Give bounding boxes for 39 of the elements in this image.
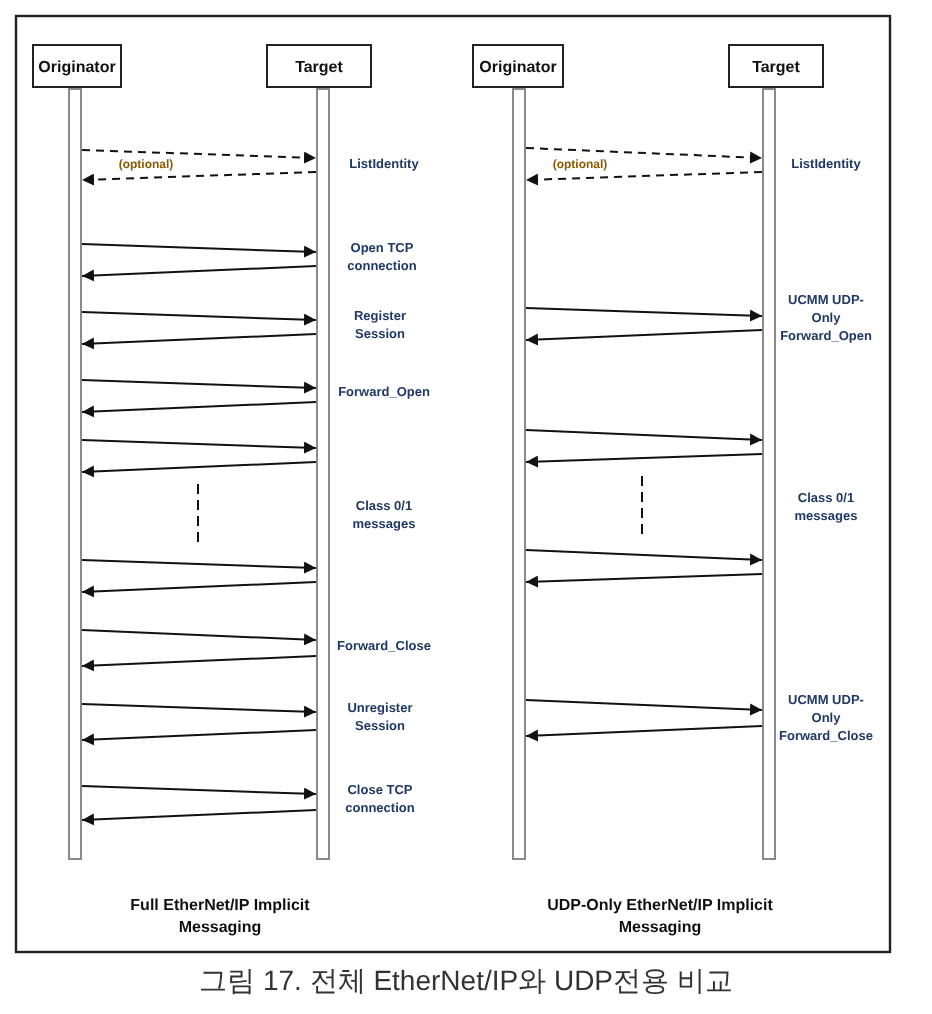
participant-box: Originator — [472, 44, 564, 88]
message-arrow — [525, 429, 763, 446]
message-arrow — [525, 725, 763, 742]
message-arrow — [525, 329, 763, 346]
message-arrow — [81, 265, 317, 282]
message-arrow — [81, 461, 317, 478]
participant-box: Originator — [32, 44, 122, 88]
lifeline-bar — [512, 88, 526, 860]
figure-caption: 그림 17. 전체 EtherNet/IP와 UDP전용 비교 — [197, 964, 735, 1000]
message-arrow — [81, 243, 317, 258]
message-arrow — [81, 401, 317, 418]
message-arrow — [81, 559, 317, 574]
message-arrow — [81, 809, 317, 826]
lifeline-bar — [68, 88, 82, 860]
message-arrow — [81, 629, 317, 646]
participant-box: Target — [266, 44, 372, 88]
message-arrow — [525, 699, 763, 716]
message-arrow — [81, 439, 317, 454]
message-arrow — [525, 453, 763, 468]
message-arrow — [81, 703, 317, 718]
message-arrow — [525, 171, 763, 186]
message-arrow — [81, 149, 317, 164]
panel-title: Full EtherNet/IP Implicit Messaging — [128, 896, 312, 940]
message-arrow — [525, 549, 763, 566]
message-arrow — [81, 379, 317, 394]
panel-title: UDP-Only EtherNet/IP Implicit Messaging — [545, 896, 775, 940]
message-arrow — [525, 307, 763, 322]
message-arrow — [81, 655, 317, 672]
message-arrow — [81, 785, 317, 800]
message-arrow — [81, 729, 317, 746]
message-arrow — [81, 171, 317, 186]
message-arrow — [525, 573, 763, 588]
lifeline-bar — [762, 88, 776, 860]
message-arrow — [81, 333, 317, 350]
message-arrow — [81, 311, 317, 326]
message-arrow — [525, 147, 763, 164]
participant-box: Target — [728, 44, 824, 88]
lifeline-bar — [316, 88, 330, 860]
message-arrow — [81, 581, 317, 598]
